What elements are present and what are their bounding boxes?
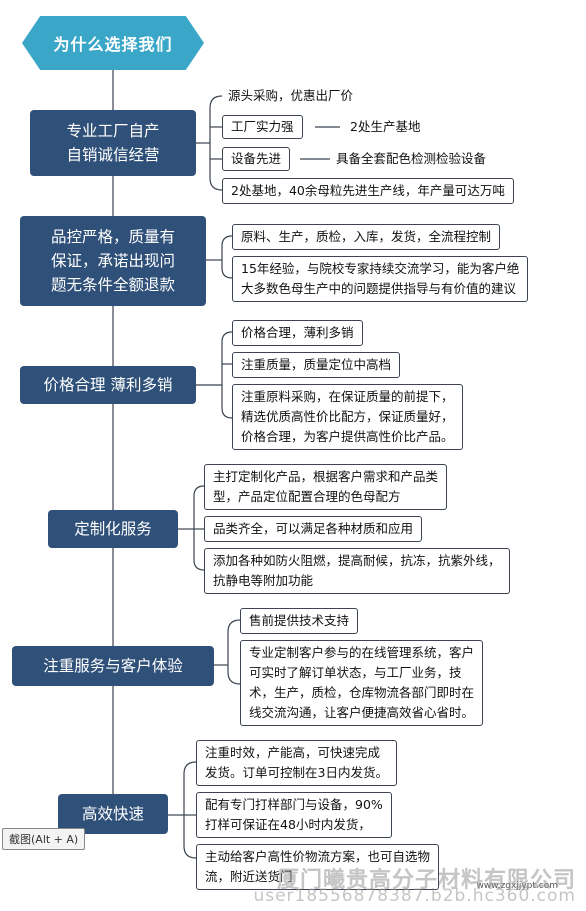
leaf-presales-support: 售前提供技术支持 [240, 608, 359, 634]
watermark-company: 厦门曦贵高分子材料有限公司 [276, 868, 576, 893]
leaf-quality-positioning: 注重质量，质量定位中高档 [232, 352, 401, 378]
topic-quality: 品控严格，质量有保证，承诺出现问题无条件全额退款 [20, 216, 206, 306]
leaf-line: 流，附近送货门 [205, 869, 293, 884]
leaf-line: 可实时了解订单状态，与工厂业务，技 [249, 665, 462, 680]
screenshot-tooltip: 截图(Alt + A) [2, 828, 86, 850]
topic-price: 价格合理 薄利多销 [20, 366, 196, 404]
leaf-two-bases: 2处生产基地 [350, 119, 421, 134]
leaf-testing-equipment: 具备全套配色检测检验设备 [336, 151, 487, 166]
leaf-full-range: 品类齐全，可以满足各种材质和应用 [204, 516, 423, 542]
leaf-sampling: 配有专门打样部门与设备，90% 打样可保证在48小时内发货， [196, 792, 392, 838]
leaf-line: 注重原料采购，在保证质量的前提下， [241, 389, 454, 404]
topic-custom: 定制化服务 [48, 510, 178, 548]
leaf-advanced-equipment: 设备先进 [222, 147, 291, 171]
leaf-raw-material: 注重原料采购，在保证质量的前提下， 精选优质高性价比配方，保证质量好， 价格合理，为… [232, 384, 463, 450]
topic-line: 自销诚信经营 [66, 146, 160, 164]
watermark-url: user18556878387.b2b.hc360.com [253, 886, 576, 906]
leaf-experience: 15年经验，与院校专家持续交流学习，能为客户绝大多数色母生产中的问题提供指导与有… [232, 256, 529, 302]
leaf-timeliness: 注重时效，产能高，可快速完成发货。订单可控制在3日内发货。 [196, 740, 397, 786]
leaf-line: 术，生产，质检，仓库物流各部门即时在 [249, 685, 475, 700]
leaf-line: 价格合理，为客户提供高性价比产品。 [241, 429, 454, 444]
leaf-line: 型，产品定位配置合理的色母配方 [213, 489, 401, 504]
leaf-line: 线交流沟通，让客户便捷高效省心省时。 [249, 705, 475, 720]
leaf-line: 注重时效，产能高，可快速完成 [205, 745, 381, 760]
leaf-additional-functions: 添加各种如防火阻燃，提高耐候，抗冻，抗紫外线， 抗静电等附加功能 [204, 548, 510, 594]
leaf-line: 打样可保证在48小时内发货， [205, 817, 371, 832]
diagram-title: 为什么选择我们 [22, 16, 204, 70]
leaf-reasonable-price: 价格合理，薄利多销 [232, 320, 363, 346]
leaf-line: 发货。订单可控制在3日内发货。 [205, 765, 388, 780]
leaf-line: 抗静电等附加功能 [213, 573, 314, 588]
leaf-line: 主动给客户高性价物流方案，也可自选物 [205, 849, 431, 864]
leaf-line: 15年经验，与院校专家持续交流学习，能为客户绝 [241, 261, 520, 276]
leaf-factory-strength: 工厂实力强 [222, 115, 303, 139]
leaf-line: 主打定制化产品，根据客户需求和产品类 [213, 469, 439, 484]
topic-factory: 专业工厂自产自销诚信经营 [30, 110, 196, 176]
leaf-logistics: 主动给客户高性价物流方案，也可自选物流，附近送货门 [196, 844, 440, 890]
topic-line: 注重服务与客户体验 [43, 657, 183, 675]
leaf-online-management: 专业定制客户参与的在线管理系统，客户可实时了解订单状态，与工厂业务，技术，生产，… [240, 640, 484, 726]
topic-line: 高效快速 [81, 805, 144, 823]
leaf-source-purchase: 源头采购，优惠出厂价 [228, 88, 354, 103]
topic-line: 品控严格，质量有 [50, 228, 175, 246]
topic-line: 保证，承诺出现问 [50, 252, 175, 270]
leaf-line: 配有专门打样部门与设备，90% [205, 797, 383, 812]
topic-line: 定制化服务 [74, 520, 152, 538]
topic-service: 注重服务与客户体验 [12, 646, 214, 686]
leaf-production-capacity: 2处基地，40余母粒先进生产线，年产量可达万吨 [222, 178, 514, 204]
leaf-line: 精选优质高性价比配方，保证质量好， [241, 409, 454, 424]
leaf-line: 专业定制客户参与的在线管理系统，客户 [249, 645, 475, 660]
leaf-customized-products: 主打定制化产品，根据客户需求和产品类型，产品定位配置合理的色母配方 [204, 464, 448, 510]
leaf-full-process-control: 原料、生产，质检，入库，发货，全流程控制 [232, 224, 501, 250]
topic-line: 专业工厂自产 [66, 122, 160, 140]
topic-line: 价格合理 薄利多销 [43, 376, 173, 394]
leaf-line: 添加各种如防火阻燃，提高耐候，抗冻，抗紫外线， [213, 553, 501, 568]
watermark-small-url: www.zgxjjypt.com [476, 881, 558, 891]
leaf-line: 大多数色母生产中的问题提供指导与有价值的建议 [241, 281, 517, 296]
topic-speed: 高效快速 [58, 794, 168, 834]
topic-line: 题无条件全额退款 [50, 276, 175, 294]
